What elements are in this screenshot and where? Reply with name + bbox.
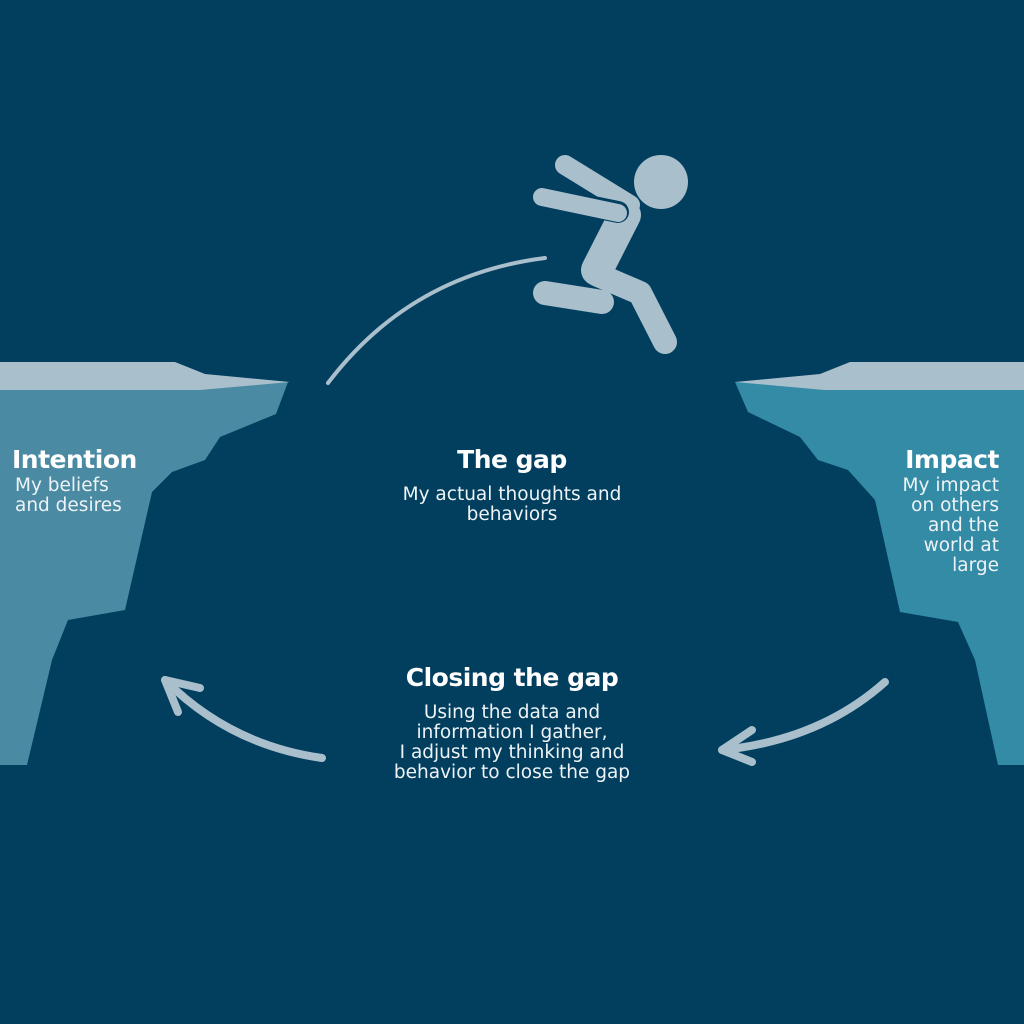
arrow-left-icon <box>161 676 326 762</box>
right-cliff-top <box>735 362 1024 390</box>
impact-line: world at <box>923 534 999 556</box>
intention-line: My beliefs <box>15 475 109 496</box>
arrow-right-icon <box>718 678 889 766</box>
impact-line: and the <box>927 514 999 536</box>
closing-line: Using the data and <box>423 702 601 723</box>
gap-line: behaviors <box>466 503 558 525</box>
closing-line: information I gather, <box>416 721 608 743</box>
gap-line: My actual thoughts and <box>402 484 622 505</box>
closing-title: Closing the gap <box>405 663 619 692</box>
intention-block: Intention My beliefs and desires <box>12 446 137 516</box>
closing-line: I adjust my thinking and <box>399 741 625 763</box>
impact-title: Impact <box>905 445 999 474</box>
jumping-person-icon <box>529 155 688 354</box>
impact-block: Impact My impact on others and the world… <box>902 445 1000 576</box>
impact-line: on others <box>911 494 999 516</box>
right-cliff <box>735 382 1024 765</box>
intention-line: and desires <box>15 494 122 516</box>
gap-title: The gap <box>457 445 567 474</box>
gap-block: The gap My actual thoughts and behaviors <box>362 446 662 525</box>
closing-line: behavior to close the gap <box>393 761 631 783</box>
intention-title: Intention <box>12 445 137 474</box>
closing-block: Closing the gap Using the data and infor… <box>337 664 687 783</box>
impact-line: large <box>952 554 999 576</box>
jump-arc <box>326 256 547 385</box>
left-cliff <box>0 382 288 765</box>
impact-line: My impact <box>902 475 999 496</box>
left-cliff-top <box>0 362 290 390</box>
